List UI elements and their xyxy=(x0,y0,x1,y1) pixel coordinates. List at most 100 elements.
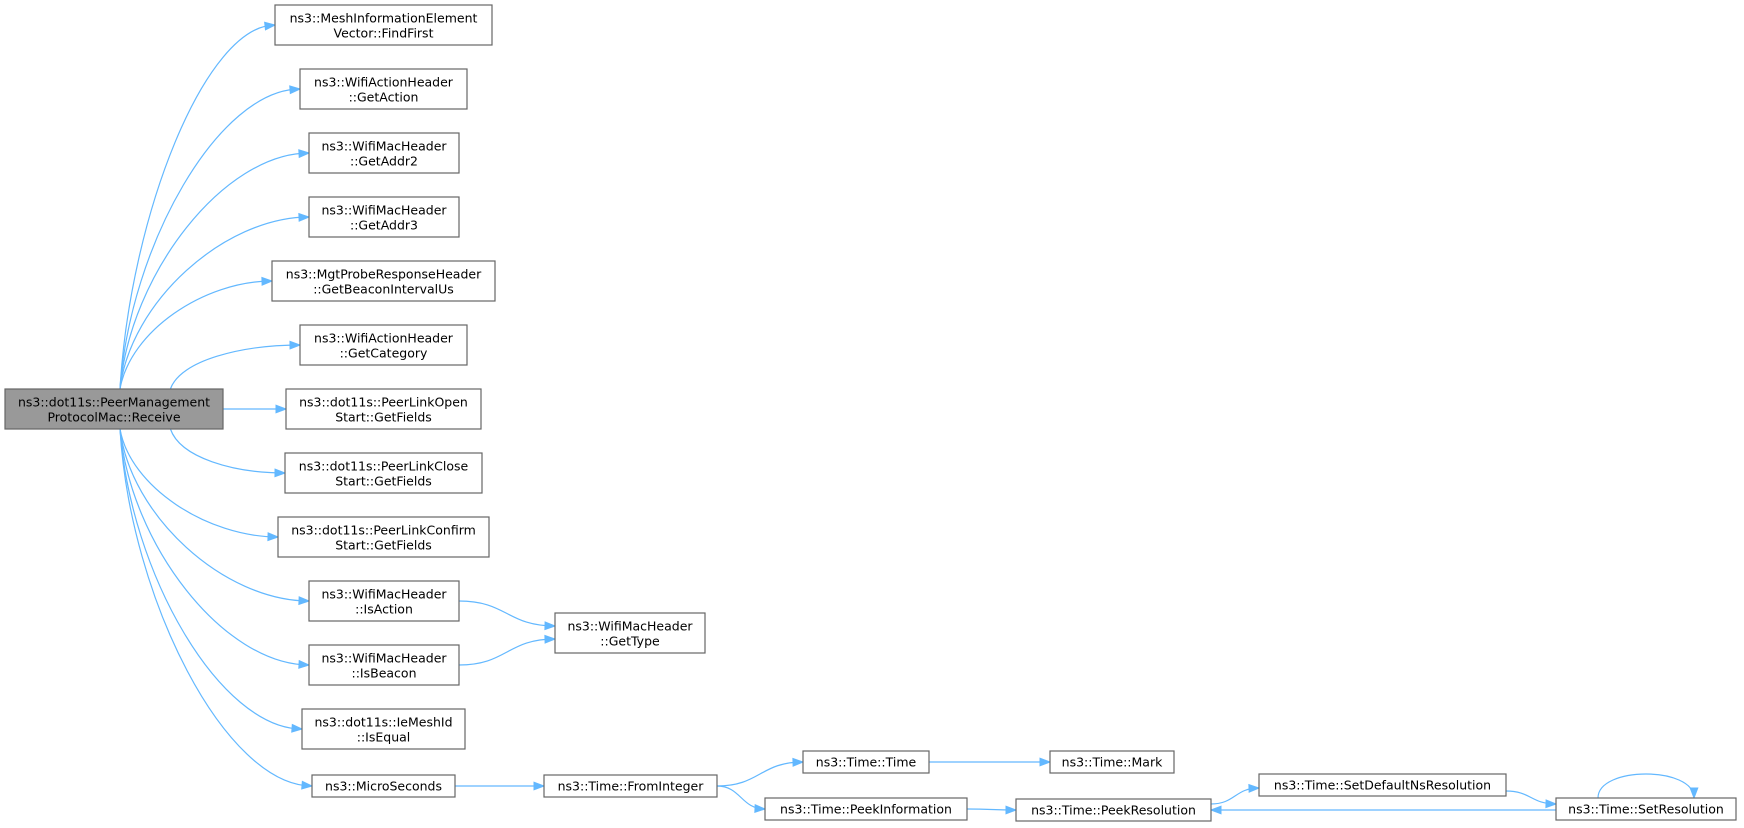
node-label: ::IsEqual xyxy=(357,730,411,745)
edge-root-to-n9 xyxy=(119,428,280,542)
edge-root-to-n10 xyxy=(119,428,311,606)
node-box xyxy=(1015,798,1212,822)
graph-node-n10[interactable]: ns3::WifiMacHeader::IsAction xyxy=(308,580,460,622)
node-label: ns3::Time::SetDefaultNsResolution xyxy=(1274,778,1491,793)
node-box xyxy=(1258,773,1507,797)
edge-line xyxy=(169,428,286,474)
node-label: ::GetAddr3 xyxy=(350,218,418,233)
node-label: ns3::WifiActionHeader xyxy=(314,331,454,346)
node-label: ns3::WifiMacHeader xyxy=(321,203,447,218)
graph-node-n21[interactable]: ns3::Time::SetResolution xyxy=(1555,797,1737,821)
edge-line xyxy=(119,428,310,602)
graph-node-n15[interactable]: ns3::Time::FromInteger xyxy=(543,774,718,798)
edge-line xyxy=(716,761,804,787)
node-box xyxy=(1555,797,1737,821)
node-box xyxy=(274,4,493,46)
edge-line xyxy=(119,428,310,666)
graph-node-n3[interactable]: ns3::WifiMacHeader::GetAddr2 xyxy=(308,132,460,174)
edge-arrowhead xyxy=(267,532,280,542)
node-box xyxy=(299,68,468,110)
node-box xyxy=(277,516,490,558)
graph-node-n1[interactable]: ns3::MeshInformationElementVector::FindF… xyxy=(274,4,493,46)
edge-arrowhead xyxy=(1005,805,1018,815)
node-label: ::GetAction xyxy=(349,90,419,105)
edge-arrowhead xyxy=(291,723,304,733)
edge-n21-to-n21 xyxy=(1597,773,1699,800)
edge-root-to-n4 xyxy=(119,212,311,390)
node-label: ns3::Time::Time xyxy=(816,755,917,770)
graph-node-n17[interactable]: ns3::Time::PeekInformation xyxy=(764,797,968,821)
graph-node-n5[interactable]: ns3::MgtProbeResponseHeader::GetBeaconIn… xyxy=(271,260,496,302)
node-box xyxy=(543,774,718,798)
node-label: ns3::MgtProbeResponseHeader xyxy=(286,267,482,282)
edge-arrowhead xyxy=(298,596,311,606)
edge-n10-to-n14 xyxy=(458,600,557,631)
node-label: ::IsAction xyxy=(355,602,413,617)
node-box xyxy=(308,196,460,238)
graph-node-n12[interactable]: ns3::dot11s::IeMeshId::IsEqual xyxy=(301,708,466,750)
graph-node-n14[interactable]: ns3::WifiMacHeader::GetType xyxy=(554,612,706,654)
edge-root-to-n2 xyxy=(119,85,302,390)
edge-n19-to-n20 xyxy=(1210,783,1261,805)
node-label: ns3::Time::SetResolution xyxy=(1568,802,1724,817)
node-label: ns3::MeshInformationElement xyxy=(290,11,478,26)
graph-node-n18[interactable]: ns3::Time::Mark xyxy=(1049,750,1175,774)
graph-node-n19[interactable]: ns3::Time::PeekResolution xyxy=(1015,798,1212,822)
edge-line xyxy=(119,280,273,390)
graph-node-n16[interactable]: ns3::Time::Time xyxy=(802,750,930,774)
node-label: ns3::dot11s::PeerLinkClose xyxy=(299,459,469,474)
edge-arrowhead xyxy=(298,659,311,669)
edge-arrowhead xyxy=(289,340,302,350)
edge-arrowhead xyxy=(261,276,274,286)
edge-arrowhead xyxy=(298,212,311,222)
edge-n15-to-n17 xyxy=(716,785,767,814)
edge-line xyxy=(119,428,313,787)
graph-node-n13[interactable]: ns3::MicroSeconds xyxy=(311,774,456,798)
graph-node-n8[interactable]: ns3::dot11s::PeerLinkCloseStart::GetFiel… xyxy=(284,452,483,494)
node-label: ns3::dot11s::PeerLinkOpen xyxy=(299,395,468,410)
edge-line xyxy=(458,600,556,627)
edge-n11-to-n14 xyxy=(458,634,557,666)
graph-node-n9[interactable]: ns3::dot11s::PeerLinkConfirmStart::GetFi… xyxy=(277,516,490,558)
edge-n17-to-n19 xyxy=(966,805,1018,815)
edge-root-to-n12 xyxy=(119,428,304,733)
node-label: ns3::WifiMacHeader xyxy=(321,587,447,602)
node-label: ns3::dot11s::PeerManagement xyxy=(18,395,210,410)
edge-arrowhead xyxy=(1209,805,1222,815)
node-box xyxy=(4,388,224,430)
node-label: ::GetAddr2 xyxy=(350,154,418,169)
node-label: ns3::WifiActionHeader xyxy=(314,75,454,90)
edge-root-to-n5 xyxy=(119,276,274,390)
node-box xyxy=(311,774,456,798)
edge-line xyxy=(119,428,279,538)
graph-node-n4[interactable]: ns3::WifiMacHeader::GetAddr3 xyxy=(308,196,460,238)
edge-arrowhead xyxy=(274,468,287,478)
node-box xyxy=(301,708,466,750)
node-box xyxy=(308,132,460,174)
graph-node-n6[interactable]: ns3::WifiActionHeader::GetCategory xyxy=(299,324,468,366)
graph-node-n7[interactable]: ns3::dot11s::PeerLinkOpenStart::GetField… xyxy=(285,388,482,430)
node-box xyxy=(271,260,496,302)
node-box xyxy=(308,580,460,622)
node-label: Start::GetFields xyxy=(335,410,432,425)
graph-node-n20[interactable]: ns3::Time::SetDefaultNsResolution xyxy=(1258,773,1507,797)
node-box xyxy=(308,644,460,686)
node-label: ns3::WifiMacHeader xyxy=(321,139,447,154)
node-label: ns3::Time::PeekInformation xyxy=(780,802,952,817)
edge-arrowhead xyxy=(792,757,805,767)
edge-line xyxy=(1597,773,1695,799)
graph-node-n11[interactable]: ns3::WifiMacHeader::IsBeacon xyxy=(308,644,460,686)
edge-line xyxy=(119,428,303,730)
edge-arrowhead xyxy=(301,780,314,790)
nodes-layer: ns3::dot11s::PeerManagementProtocolMac::… xyxy=(4,4,1737,822)
edge-root-to-n1 xyxy=(119,21,277,390)
graph-node-n2[interactable]: ns3::WifiActionHeader::GetAction xyxy=(299,68,468,110)
node-box xyxy=(299,324,468,366)
graph-node-root[interactable]: ns3::dot11s::PeerManagementProtocolMac::… xyxy=(4,388,224,430)
edge-line xyxy=(119,216,310,390)
edge-line xyxy=(458,638,556,666)
edge-line xyxy=(119,88,301,390)
edge-arrowhead xyxy=(754,803,767,814)
edge-arrowhead xyxy=(544,634,557,644)
